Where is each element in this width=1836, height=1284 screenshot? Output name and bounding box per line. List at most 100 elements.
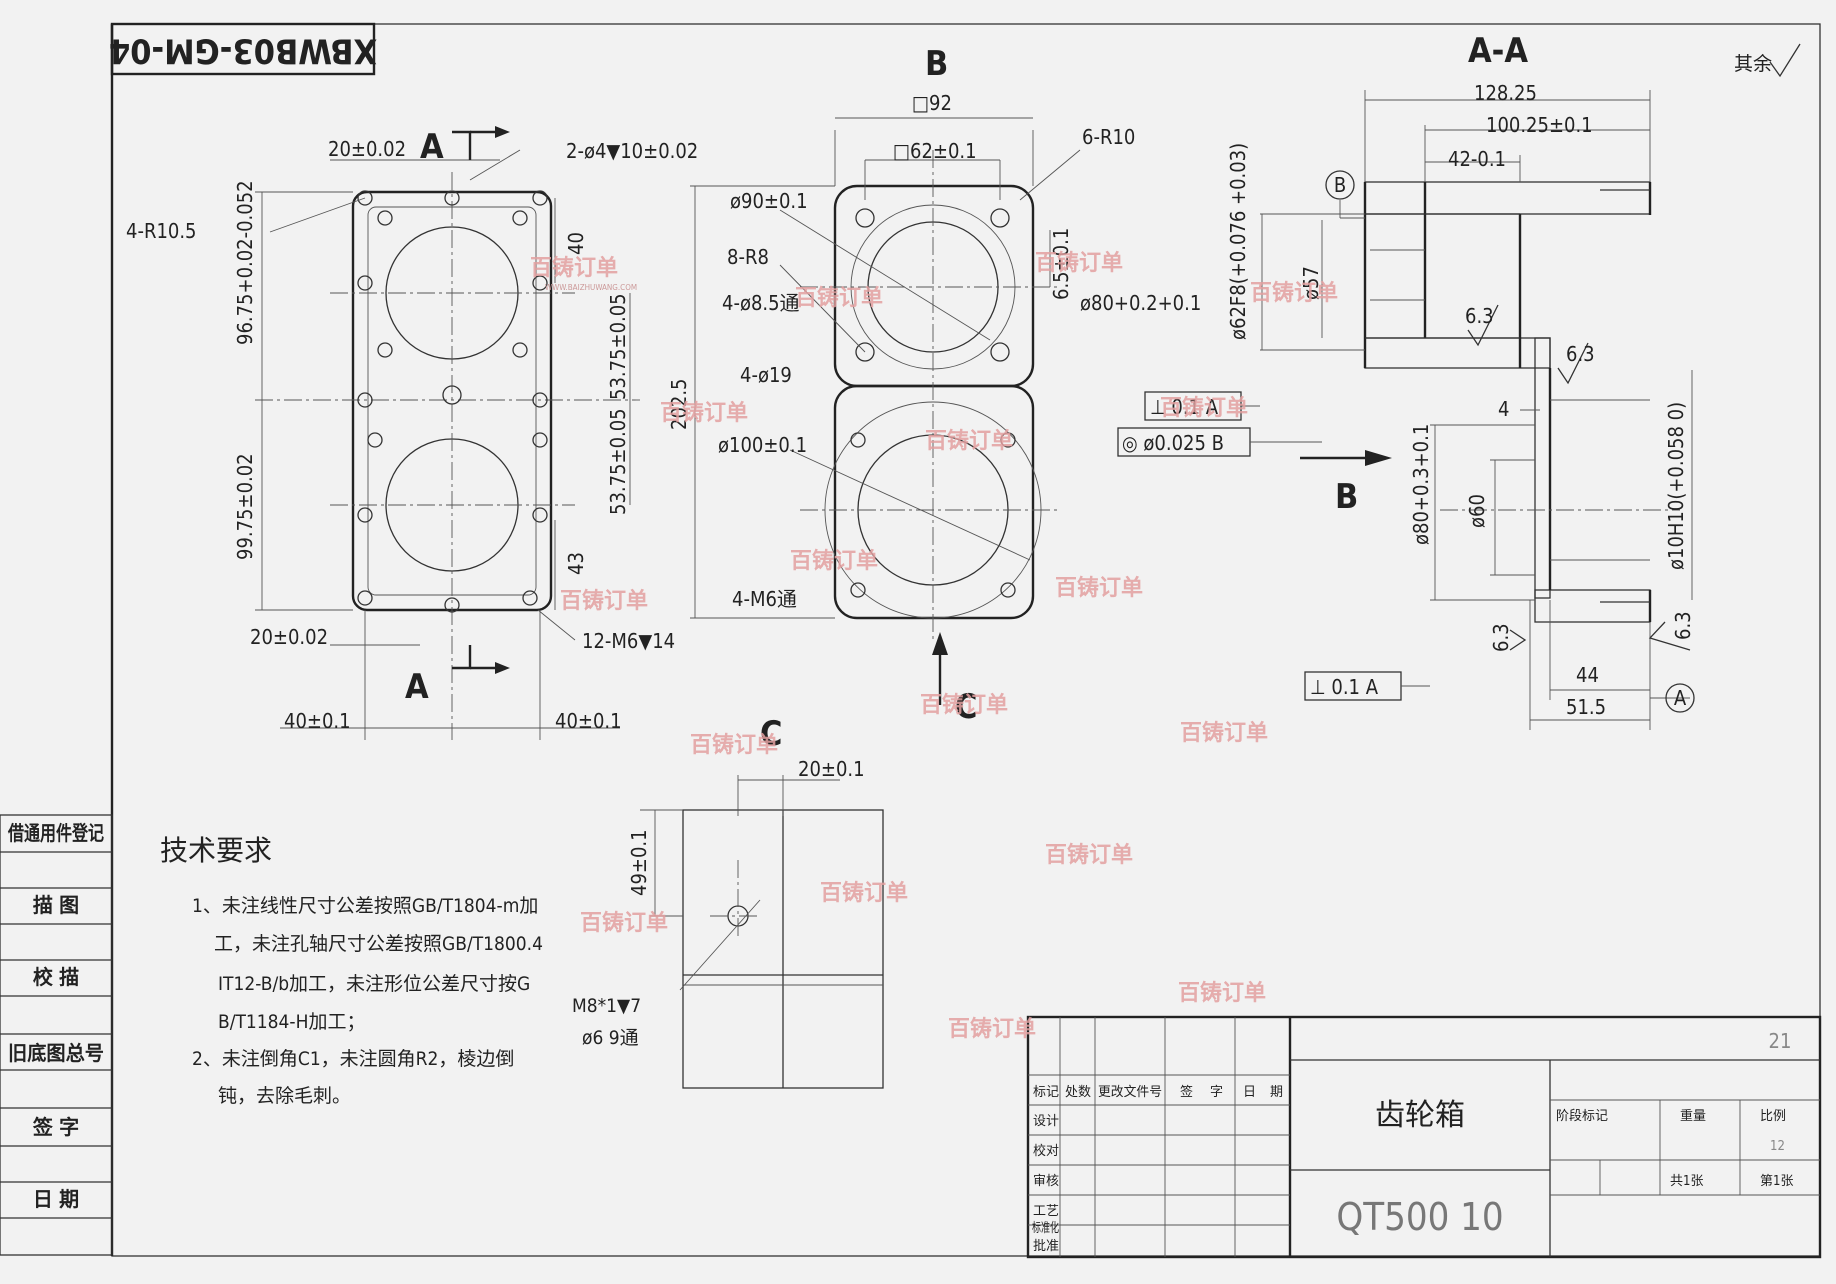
section-label-a-top: A [420, 127, 444, 167]
tb-role-process: 工艺 [1033, 1204, 1059, 1219]
title-block: 标记 处数 更改文件号 签 字 日 期 设计 校对 审核 工艺 标准化 批准 齿… [1026, 1015, 1822, 1259]
section-side-wall [1534, 337, 1551, 599]
roughness-label-2: 6.3 [1566, 342, 1595, 366]
datum-a-bubble [1665, 683, 1695, 713]
dim-corner-radius: 4-R10.5 [126, 219, 197, 243]
dim-height-49: 49±0.1 [627, 829, 651, 896]
perp-tolerance-frame-2: ⊥ 0.1 A [1304, 671, 1402, 701]
technical-requirements: 技术要求 1、未注线性尺寸公差按照GB/T1804-m加 工，未注孔轴尺寸公差按… [160, 834, 543, 1107]
tb-role-review: 审核 [1033, 1174, 1059, 1189]
tb-stage-mark: 阶段标记 [1556, 1109, 1608, 1124]
b-lower-square [833, 384, 1035, 620]
dim-square-outer: □92 [912, 91, 952, 115]
dim-hole-10: ø10H10(+0.058 0) [1664, 402, 1688, 570]
tb-sheet-no: 第1张 [1760, 1174, 1793, 1189]
watermark-14: 百铸订单 [1045, 842, 1133, 868]
dim-len-51: 51.5 [1566, 695, 1606, 719]
front-view: 20±0.02 A 2-ø4▼10±0.02 4-R10.5 96.75+0.0… [126, 126, 698, 740]
watermark-8: 百铸订单 [790, 548, 878, 574]
watermark-3: 百铸订单 [1035, 250, 1123, 276]
strip-label-4: 旧底图总号 [8, 1041, 104, 1065]
dim-tapped-holes: 4-M6通 [732, 587, 797, 611]
dim-len-100: 100.25±0.1 [1486, 113, 1593, 137]
dim-upper-center: 53.75±0.05 [606, 293, 630, 400]
section-b-arrow-label: B [1335, 477, 1358, 517]
notes-line-1: 1、未注线性尺寸公差按照GB/T1804-m加 [192, 895, 538, 917]
dim-circle-90: ø90±0.1 [730, 189, 808, 213]
watermark-7: 百铸订单 [1160, 395, 1248, 421]
watermark-16: 百铸订单 [580, 910, 668, 936]
dim-len-42: 42-0.1 [1448, 147, 1506, 171]
dim-hole-spacing-40: 40 [564, 232, 588, 255]
datum-b-bubble [1325, 170, 1355, 200]
dim-dia-57: ø57 [1299, 266, 1323, 300]
strip-label-2: 描 图 [33, 893, 79, 917]
dim-offset-20: 20±0.1 [798, 757, 865, 781]
section-mid-wall [1364, 337, 1551, 369]
roughness-icon-4 [1648, 621, 1691, 651]
watermark-12: 百铸订单 [690, 732, 778, 758]
dim-top-holes: 2-ø4▼10±0.02 [566, 139, 698, 163]
watermark-2: 百铸订单 [795, 285, 883, 311]
dim-circle-100: ø100±0.1 [718, 433, 807, 457]
notes-line-3: IT12-B/b加工，未注形位公差尺寸按G [218, 973, 530, 995]
dim-step-4: 4 [1498, 397, 1509, 421]
watermark-15: 百铸订单 [820, 880, 908, 906]
section-aa-label: A-A [1468, 31, 1528, 71]
perp-tolerance-text: ⊥ 0.1 A [1150, 395, 1219, 419]
drawing-number: XBWB03-GM-04 [109, 31, 377, 71]
dim-thread: M8*1▼7 [572, 995, 641, 1017]
view-c-arrow-label: C [955, 687, 977, 727]
watermark-18: 百铸订单 [948, 1016, 1036, 1042]
tb-header-day: 日 [1243, 1085, 1256, 1100]
dim-bore-80-b: ø80+0.2+0.1 [1080, 291, 1201, 315]
dim-holes-8-5: 4-ø8.5通 [722, 291, 800, 315]
roughness-text: 其余 [1734, 53, 1772, 75]
notes-line-6: 钝，去除毛刺。 [218, 1085, 351, 1107]
section-top-wall [1364, 181, 1651, 215]
tb-header-mark: 标记 [1033, 1085, 1059, 1100]
watermarks: 百铸订单 百铸订单 百铸订单 百铸订单 百铸订单 百铸订单 百铸订单 百铸订单 … [530, 250, 1338, 1042]
watermark-13: 百铸订单 [1180, 720, 1268, 746]
tb-total-sheets: 共1张 [1670, 1174, 1703, 1189]
roughness-icon-1 [1467, 304, 1499, 347]
drawing-number-box: XBWB03-GM-04 [109, 22, 377, 76]
sheet-tag: 21 [1769, 1029, 1792, 1053]
roughness-label-4: 6.3 [1671, 611, 1695, 640]
section-label-a-bottom: A [405, 667, 429, 707]
dim-lower-height: 99.75±0.02 [233, 453, 257, 560]
notes-heading: 技术要求 [160, 834, 272, 867]
dim-bottom-offset: 20±0.02 [250, 625, 328, 649]
side-view-b: B □92 □62±0.1 6-R10 ø90±0.1 8-R8 4-ø8.5通… [667, 44, 1201, 727]
tb-role-check: 校对 [1033, 1143, 1059, 1159]
watermark-11: 百铸订单 [920, 692, 1008, 718]
watermark-1: 百铸订单 [530, 255, 618, 281]
dim-drill: ø6 9通 [582, 1027, 639, 1049]
front-bolt-holes [357, 190, 548, 613]
left-record-strip: 借通用件登记 描 图 校 描 旧底图总号 签 字 日 期 [0, 814, 113, 1256]
datum-a-letter: A [1674, 686, 1687, 710]
sheet-border [111, 23, 1821, 1257]
roughness-label-1: 6.3 [1465, 304, 1494, 328]
strip-label-5: 签 字 [32, 1115, 79, 1139]
watermark-9: 百铸订单 [1055, 575, 1143, 601]
tb-header-sign: 签 [1180, 1084, 1193, 1100]
dim-dia-60: ø60 [1465, 494, 1489, 528]
watermark-6: 百铸订单 [925, 428, 1013, 454]
dim-offset-6-5: 6.5±0.1 [1049, 228, 1073, 300]
watermark-url: WWW.BAIZHUWANG.COM [545, 283, 637, 292]
view-c-label: C [760, 714, 782, 754]
dim-right-width: 40±0.1 [555, 709, 622, 733]
dim-lower-center: 53.75±0.05 [606, 408, 630, 515]
dim-bolt-holes: 12-M6▼14 [582, 629, 675, 653]
view-b-label: B [925, 44, 948, 84]
tb-header-char: 字 [1210, 1085, 1223, 1100]
dim-top-offset: 20±0.02 [328, 137, 406, 161]
tb-header-count: 处数 [1065, 1085, 1091, 1100]
general-roughness-mark: 其余 [1734, 43, 1801, 78]
roughness-icon-2 [1557, 342, 1589, 385]
part-title: 齿轮箱 [1375, 1098, 1465, 1133]
dim-square-inner: □62±0.1 [893, 139, 977, 163]
dim-total-height: 202.5 [667, 379, 691, 431]
